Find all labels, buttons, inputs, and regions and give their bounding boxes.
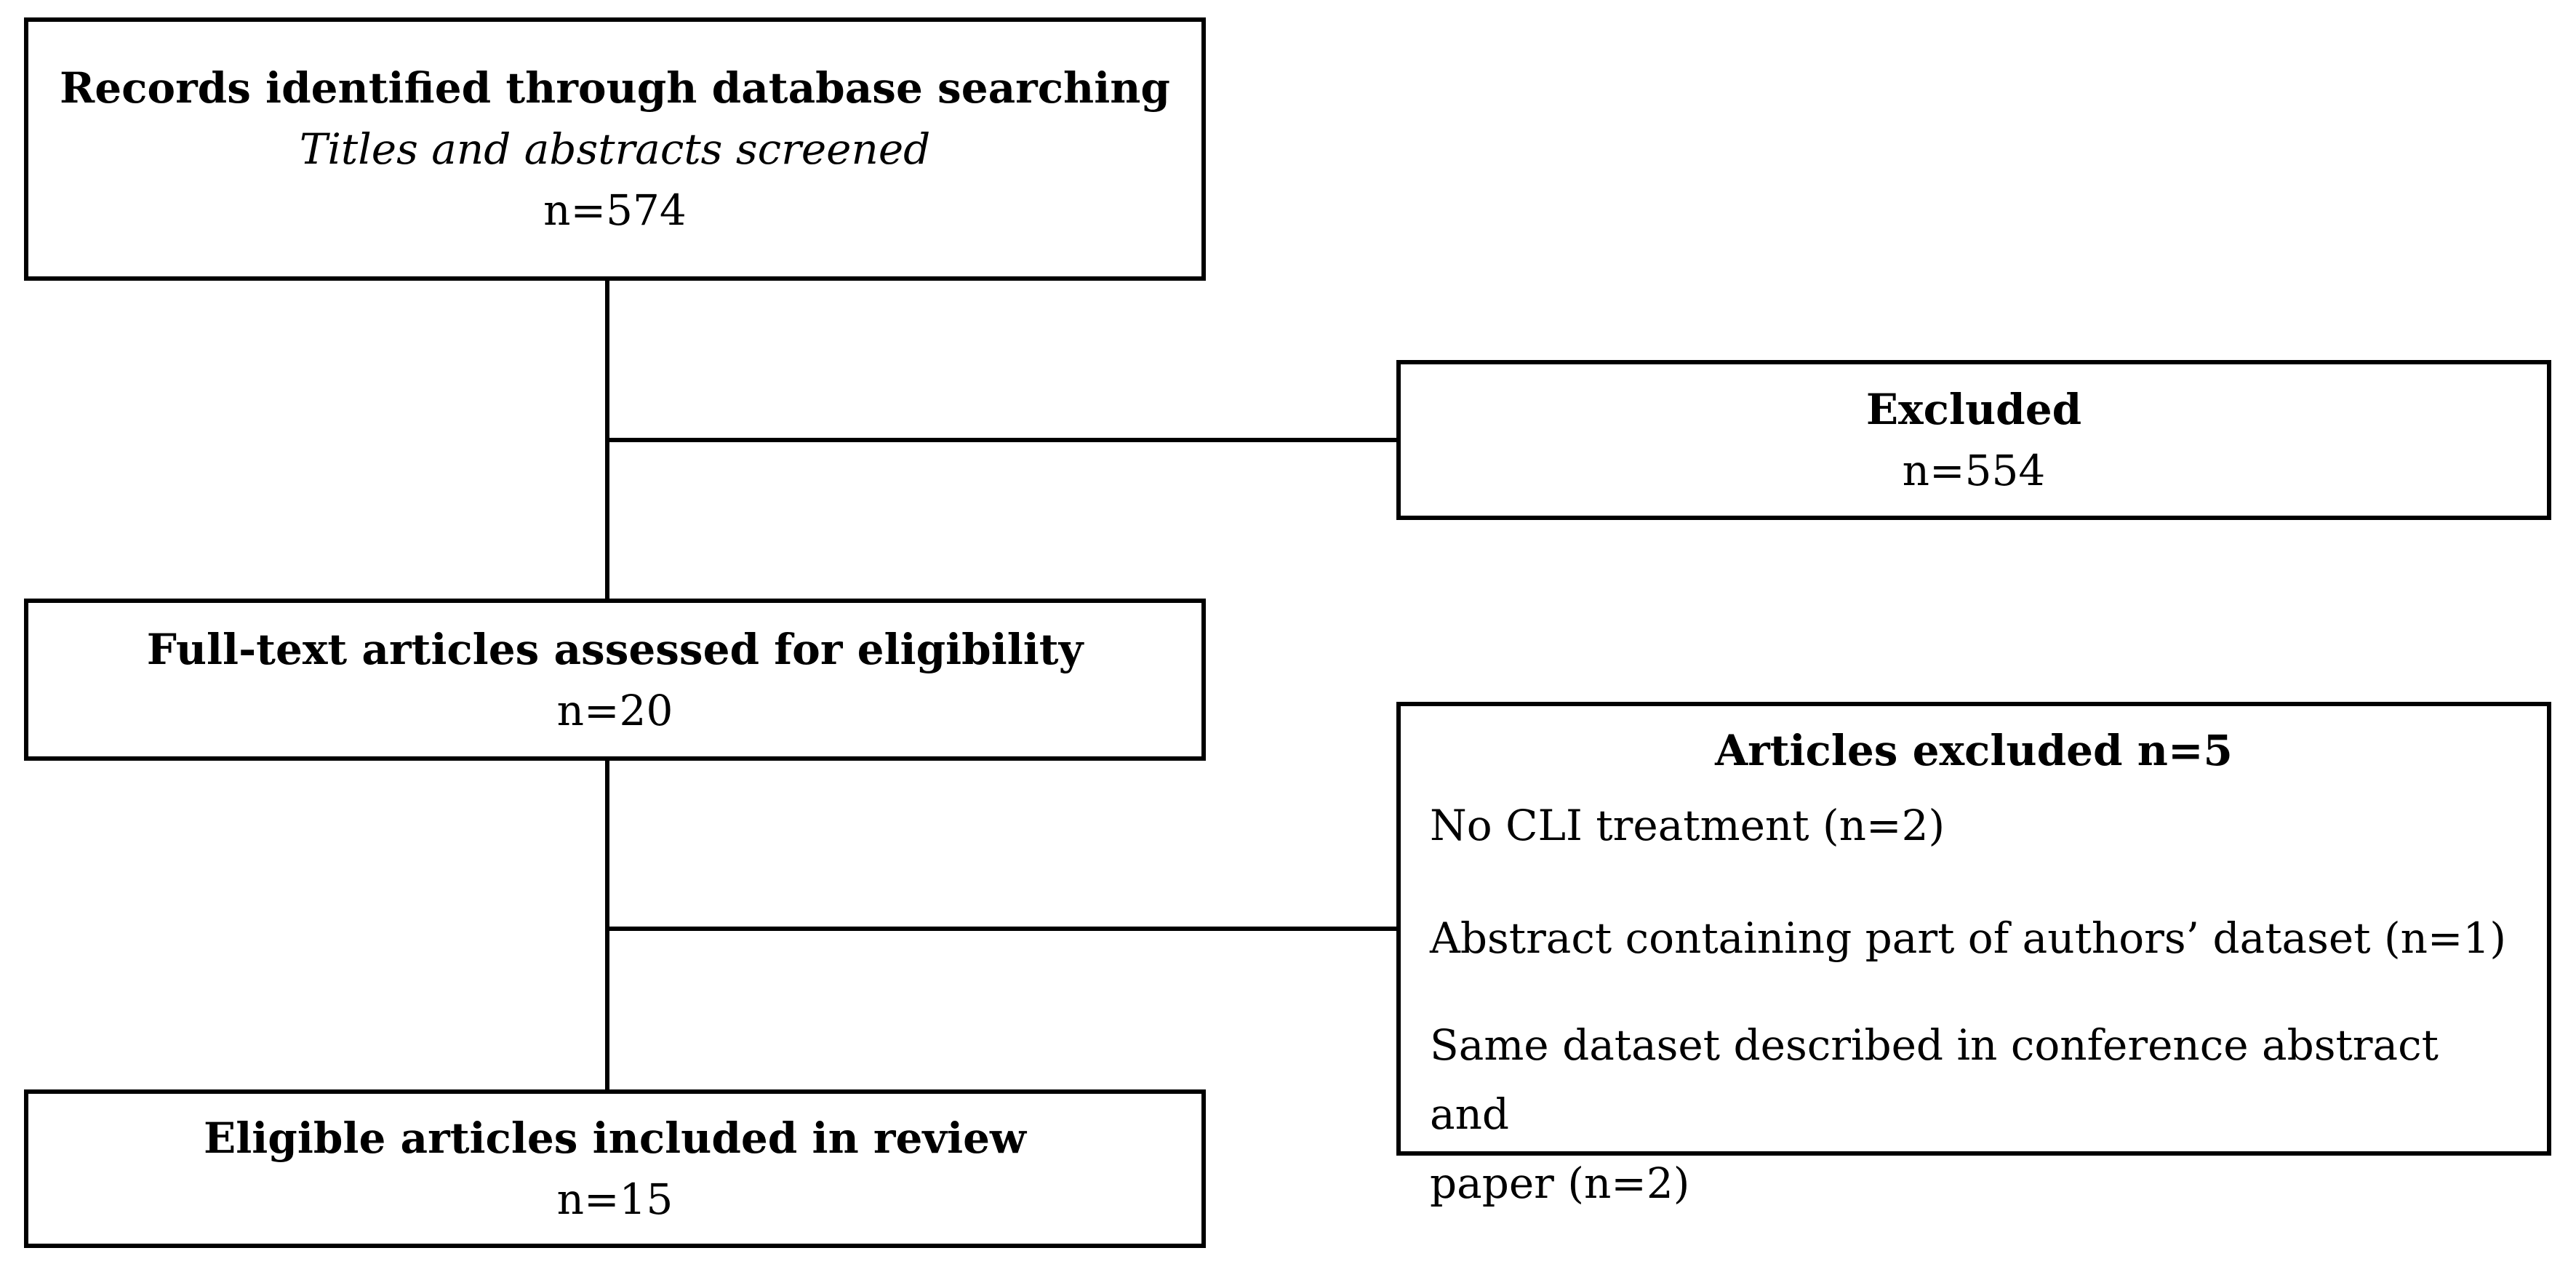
excluded-box: Excluded n=554 xyxy=(1396,360,2551,520)
articles-excluded-items: No CLI treatment (n=2) Abstract containi… xyxy=(1430,791,2518,1218)
records-identified-title: Records identified through database sear… xyxy=(60,63,1170,113)
records-identified-subtitle: Titles and abstracts screened xyxy=(299,124,931,174)
excluded-count: n=554 xyxy=(1902,446,2046,495)
eligible-included-count: n=15 xyxy=(556,1175,673,1224)
articles-excluded-title: Articles excluded n=5 xyxy=(1715,726,2233,775)
eligible-included-title: Eligible articles included in review xyxy=(204,1113,1026,1163)
connector-branch-to-excluded xyxy=(605,438,1398,442)
connector-vertical-fulltext-to-eligible xyxy=(605,759,609,1092)
fulltext-assessed-box: Full-text articles assessed for eligibil… xyxy=(24,599,1206,761)
excluded-title: Excluded xyxy=(1865,385,2082,434)
articles-excluded-item-3: Same dataset described in conference abs… xyxy=(1430,1020,2439,1208)
articles-excluded-item-2: Abstract containing part of authors’ dat… xyxy=(1430,913,2507,963)
fulltext-assessed-title: Full-text articles assessed for eligibil… xyxy=(146,624,1084,674)
fulltext-assessed-count: n=20 xyxy=(556,685,673,735)
articles-excluded-item-1: No CLI treatment (n=2) xyxy=(1430,801,1945,850)
articles-excluded-box: Articles excluded n=5 No CLI treatment (… xyxy=(1396,702,2551,1208)
records-identified-count: n=574 xyxy=(543,185,687,235)
records-identified-box: Records identified through database sear… xyxy=(24,17,1206,281)
connector-branch-to-articles-excluded xyxy=(605,927,1398,931)
eligible-included-box: Eligible articles included in review n=1… xyxy=(24,1089,1206,1248)
